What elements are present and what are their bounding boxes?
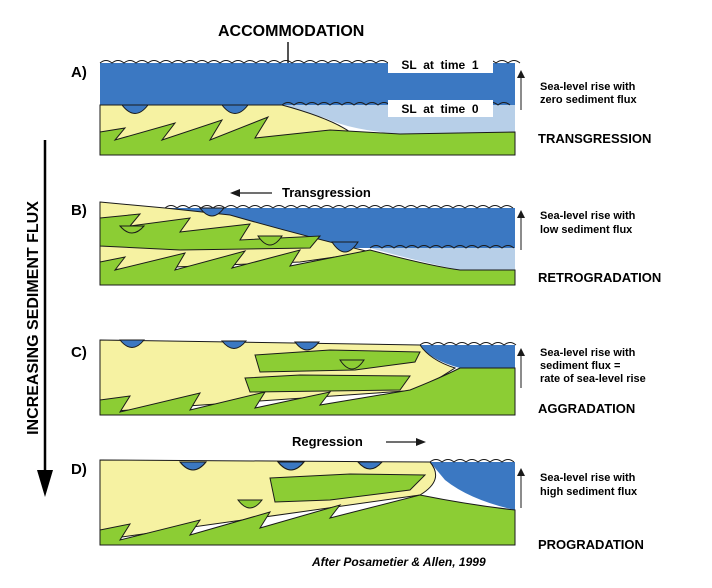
panel-c-mud-lens-2 [244, 374, 411, 393]
panel-b-desc-1: Sea-level rise with [540, 210, 636, 222]
panel-a-channel-2 [220, 104, 250, 114]
panel-a-sl0-box [388, 100, 493, 117]
panel-c-channel-2 [220, 340, 248, 349]
panel-c-sea [420, 345, 515, 368]
panel-d-annotation: Regression [292, 434, 363, 449]
panel-b-channel-4 [118, 225, 146, 234]
panel-c-wave [419, 342, 517, 346]
panel-d-desc-1: Sea-level rise with [540, 472, 636, 484]
panel-c-desc-3: rate of sea-level rise [540, 373, 646, 385]
panel-d-mud-lens [269, 473, 427, 503]
panel-b-annotation-arrowhead [230, 189, 240, 197]
panel-c-channel-1 [118, 339, 146, 348]
panel-d-channel-3 [356, 461, 384, 470]
panel-a-desc-2: zero sediment flux [540, 94, 637, 106]
panel-a-mud [99, 115, 516, 156]
rise-arrow-b-head [517, 210, 525, 218]
panel-b-sea-shallow [370, 248, 515, 270]
panel-c-mud-lens-1 [254, 349, 421, 373]
panel-d-stage: PROGRADATION [538, 537, 644, 552]
panel-a-channel-1 [120, 104, 150, 114]
rise-arrow-c-head [517, 348, 525, 356]
credit: After Posametier & Allen, 1999 [311, 555, 486, 569]
panel-a-desc-1: Sea-level rise with [540, 81, 636, 93]
panel-b-channel-2 [331, 241, 359, 253]
panel-d-channel-4 [236, 499, 264, 509]
panel-c-stage: AGGRADATION [538, 401, 635, 416]
panel-d: Regression [99, 434, 516, 546]
panel-c-desc-1: Sea-level rise with [540, 347, 636, 359]
panel-a-sl1-box [388, 56, 493, 73]
panel-d-annotation-arrowhead [416, 438, 426, 446]
panel-a-stage: TRANSGRESSION [538, 131, 651, 146]
rise-arrow-a-head [517, 70, 525, 78]
panel-d-mud [99, 494, 516, 546]
panel-d-channel-1 [178, 461, 208, 471]
axis-arrow-head [37, 470, 53, 497]
panel-b: Transgression [99, 185, 516, 286]
panel-a: SL at time 1 SL at time 0 [99, 56, 521, 156]
panel-c [99, 339, 517, 416]
panel-d-channel-2 [276, 461, 306, 471]
panel-a-sl0-label: SL at time 0 [401, 102, 478, 116]
panel-b-desc-2: low sediment flux [540, 224, 633, 236]
panel-d-sea [430, 462, 515, 510]
rise-arrows [517, 70, 525, 508]
panel-a-letter: A) [71, 64, 87, 81]
panel-d-wave [429, 459, 515, 463]
panel-b-wave [164, 205, 514, 209]
panel-b-letter: B) [71, 202, 87, 219]
rise-arrow-d-head [517, 468, 525, 476]
panel-d-desc-2: high sediment flux [540, 486, 638, 498]
panel-b-stage: RETROGRADATION [538, 270, 661, 285]
panel-c-letter: C) [71, 344, 87, 361]
panel-c-channel-3 [293, 341, 321, 351]
panel-b-annotation: Transgression [282, 185, 371, 200]
panel-b-wave-lower [369, 245, 515, 249]
panel-b-mud-lower [99, 249, 516, 286]
panel-a-sl1-label: SL at time 1 [401, 58, 478, 72]
panel-c-mud [99, 367, 516, 416]
panel-c-channel-4 [339, 359, 365, 370]
panel-c-desc-2: sediment flux = [540, 360, 620, 372]
panel-b-channel-1 [198, 207, 226, 217]
panel-b-channel-3 [257, 235, 283, 246]
panel-d-letter: D) [71, 461, 87, 478]
axis-label: INCREASING SEDIMENT FLUX [25, 201, 42, 435]
title: ACCOMMODATION [218, 23, 364, 40]
